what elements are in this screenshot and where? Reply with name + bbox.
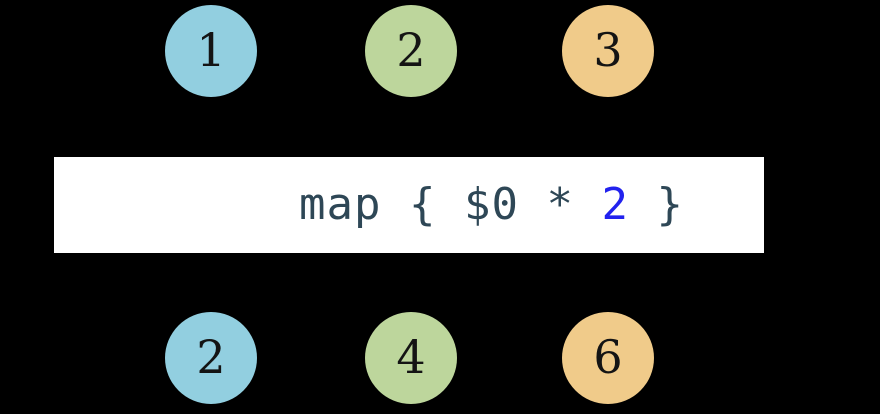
input-bubble-0-label: 1 bbox=[196, 23, 226, 77]
code-token-space-2 bbox=[436, 179, 464, 230]
code-token-map: map bbox=[298, 179, 382, 230]
output-bubble-0-label: 2 bbox=[196, 330, 226, 384]
input-row: 1 2 3 bbox=[0, 5, 880, 97]
input-bubble-0: 1 bbox=[165, 5, 257, 97]
code-token-brace-close: } bbox=[656, 179, 684, 230]
transform-code-text: map { $0 * 2 } bbox=[134, 139, 684, 271]
code-token-space-3 bbox=[519, 179, 547, 230]
input-bubble-1-label: 2 bbox=[396, 23, 426, 77]
transform-code-box: map { $0 * 2 } bbox=[54, 157, 764, 253]
code-token-space-5 bbox=[629, 179, 657, 230]
output-bubble-1: 4 bbox=[365, 312, 457, 404]
output-bubble-2: 6 bbox=[562, 312, 654, 404]
input-bubble-1: 2 bbox=[365, 5, 457, 97]
input-bubble-2: 3 bbox=[562, 5, 654, 97]
output-bubble-1-label: 4 bbox=[396, 330, 426, 384]
code-token-argument: $0 bbox=[463, 179, 519, 230]
code-token-space-1 bbox=[381, 179, 409, 230]
code-token-operator: * bbox=[546, 179, 574, 230]
code-token-brace-open: { bbox=[408, 179, 437, 230]
code-token-literal: 2 bbox=[601, 179, 629, 230]
output-bubble-2-label: 6 bbox=[593, 330, 623, 384]
output-bubble-0: 2 bbox=[165, 312, 257, 404]
code-token-space-4 bbox=[574, 179, 602, 230]
input-bubble-2-label: 3 bbox=[593, 23, 623, 77]
output-row: 2 4 6 bbox=[0, 312, 880, 404]
